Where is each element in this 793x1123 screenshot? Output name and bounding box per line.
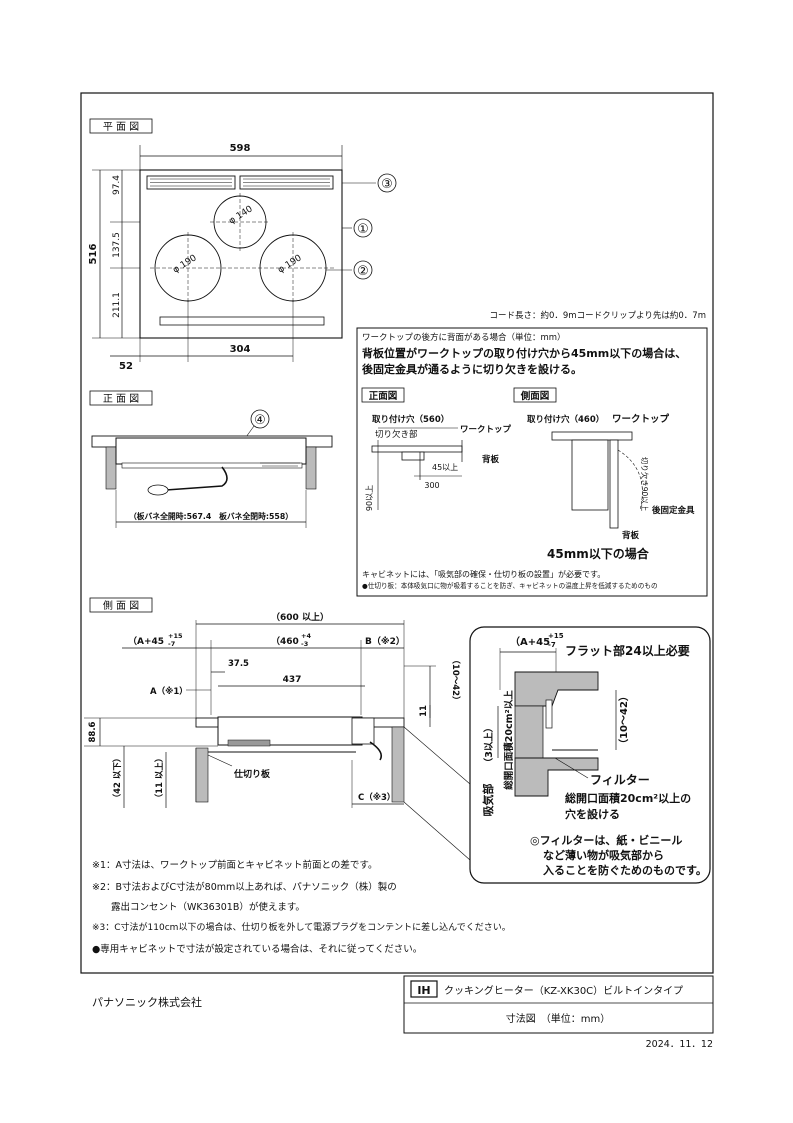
control-panel <box>159 316 325 326</box>
note-2: ※2：B寸法およびC寸法が80mm以上あれば、パナソニック（株）製の <box>92 881 397 893</box>
side-dim-a45-tol2: -7 <box>168 640 175 648</box>
product-name: クッキングヒーター（KZ-XK30C）ビルトインタイプ <box>444 984 683 997</box>
cutout-label: 切り欠き部 <box>375 429 418 440</box>
back-panel-detail: ワークトップの後方に背面がある場合（単位：mm） 背板位置がワークトップの取り付… <box>356 327 708 597</box>
worktop-a-label: ワークトップ <box>460 424 512 435</box>
side-dim-37: 37.5 <box>228 659 249 669</box>
company-name: パナソニック株式会社 <box>92 995 202 1009</box>
fixture-label: 後固定金具 <box>652 505 695 516</box>
ih-logo: IH <box>417 984 430 997</box>
plan-dim-211: 211.1 <box>112 292 122 318</box>
unit-body-front <box>115 437 307 465</box>
detail-hole1: 総開口面積20cm²以上の <box>565 791 691 805</box>
cord-length-note: コード長さ：約0．9mコードクリップより先は約0．7m <box>489 310 706 321</box>
cut90-label: 切り欠き90以上 <box>640 457 650 512</box>
detail-note2: など薄い物が吸気部から <box>543 848 664 862</box>
side-dim-42: （42 以下） <box>112 754 123 803</box>
side-dim-11: 11 <box>419 705 429 717</box>
cabinet-note: キャビネットには、「吸気部の確保・仕切り板の設置」が必要です。 <box>362 569 605 579</box>
plan-dim-97: 97.4 <box>112 175 122 195</box>
side-dim-460-tol1: +4 <box>301 632 311 640</box>
side-section-label: 側 面 図 <box>103 599 139 612</box>
back-panel-line2: 後固定金具が通るように切り欠きを設ける。 <box>362 362 582 376</box>
cooktop-plate <box>139 169 343 339</box>
side-dim-437: 437 <box>283 675 302 685</box>
hole-460-label: 取り付け穴（460） <box>527 414 604 425</box>
note-2b: 露出コンセント（WK36301B）が使えます。 <box>92 901 305 913</box>
title-block: パナソニック株式会社 IH クッキングヒーター（KZ-XK30C）ビルトインタイ… <box>92 975 714 1050</box>
partition-note: ●仕切り板：本体吸気口に物が吸着することを防ぎ、キャビネットの温度上昇を低減する… <box>362 581 658 590</box>
detail-10-42: （10～42） <box>617 691 630 749</box>
worktop-b-label: ワークトップ <box>612 413 670 425</box>
side-dim-c: C（※3） <box>358 792 395 803</box>
front-view-label: 正面図 <box>369 391 398 402</box>
detail-filter: フィルター <box>590 773 650 787</box>
detail-flat: フラット部24以上必要 <box>565 643 690 658</box>
intake-detail: （A+45 +15 -7 フラット部24以上必要 （10～42） （3以上） 総… <box>403 626 711 884</box>
side-dim-460-tol2: -3 <box>301 640 308 648</box>
front-span-dim: （板バネ全開時:567.4 板バネ全閉時:558） <box>129 511 293 521</box>
callout-3: ③ <box>381 177 393 192</box>
plan-dim-304: 304 <box>230 344 251 355</box>
side-dim-886: 88.6 <box>88 721 98 742</box>
note-1: ※1：A寸法は、ワークトップ前面とキャビネット前面との差です。 <box>92 859 377 871</box>
side-dim-b: B（※2） <box>365 636 405 647</box>
footnotes: ※1：A寸法は、ワークトップ前面とキャビネット前面との差です。 ※2：B寸法およ… <box>92 859 511 955</box>
front-section-label: 正 面 図 <box>103 393 139 405</box>
detail-tol2: -7 <box>548 641 556 649</box>
backboard-b-label: 背板 <box>622 530 640 541</box>
callout-1: ① <box>357 222 369 237</box>
detail-note3: 入ることを防ぐためのものです。 <box>543 863 707 877</box>
plan-section-label: 平 面 図 <box>103 121 139 133</box>
d300-label: 300 <box>424 481 439 490</box>
drawing-title: 寸法図 （単位：mm） <box>506 1012 610 1025</box>
side-view: 側 面 図 （600 以上） （A+45 +15 -7 （460 +4 -3 B… <box>84 597 461 808</box>
side-dim-11-up: （11 以上） <box>154 754 165 803</box>
detail-tol1: +15 <box>548 632 564 640</box>
side-dim-600: （600 以上） <box>271 611 329 623</box>
side-view-label: 側面図 <box>520 390 550 402</box>
note-3: ※3：C寸法が110cm以下の場合は、仕切り板を外して電源プラグをコンテントに差… <box>92 921 511 933</box>
detail-area: 総開口面積20cm²以上 <box>503 690 515 790</box>
callout-2: ② <box>357 264 369 279</box>
back-panel-header: ワークトップの後方に背面がある場合（単位：mm） <box>362 332 566 343</box>
hole-560-label: 取り付け穴（560） <box>372 414 449 425</box>
partition-label: 仕切り板 <box>233 768 271 780</box>
side-dim-a45: （A+45 <box>128 636 164 647</box>
callout-4: ④ <box>254 413 266 428</box>
plan-dim-52: 52 <box>119 361 133 372</box>
side-dim-460: （460 <box>271 636 299 647</box>
plan-width-dim: 598 <box>230 143 251 154</box>
note-4: ●専用キャビネットで寸法が設定されている場合は、それに従ってください。 <box>92 943 422 955</box>
detail-intake: 吸気部 <box>481 784 495 817</box>
detail-3-up: （3以上） <box>483 723 495 768</box>
side-dim-10-42: （10～42） <box>450 655 461 704</box>
backboard-a-label: 背板 <box>482 454 500 465</box>
front-view: 正 面 図 ④ （板バネ全開時:567.4 板バネ全閉時:558） <box>89 390 333 528</box>
detail-hole2: 穴を設ける <box>565 807 620 821</box>
d90-label: 90以上 <box>365 485 374 511</box>
plan-dim-137: 137.5 <box>112 232 122 258</box>
d45-label: 45以上 <box>432 463 458 472</box>
plan-height-dim: 516 <box>88 244 99 265</box>
back-panel-line1: 背板位置がワークトップの取り付け穴から45mm以下の場合は、 <box>362 346 686 360</box>
detail-a45: （A+45 <box>510 635 550 648</box>
drawing-frame <box>80 92 714 974</box>
detail-note1: ◎フィルターは、紙・ビニール <box>530 833 682 847</box>
case-label: 45mm以下の場合 <box>547 546 650 561</box>
side-dim-a45-tol1: +15 <box>168 632 183 640</box>
drawing-date: 2024．11．12 <box>646 1039 713 1050</box>
plan-view: 平 面 図 598 φ 140 φ 190 <box>88 118 397 372</box>
side-dim-a: A（※1） <box>150 686 188 697</box>
